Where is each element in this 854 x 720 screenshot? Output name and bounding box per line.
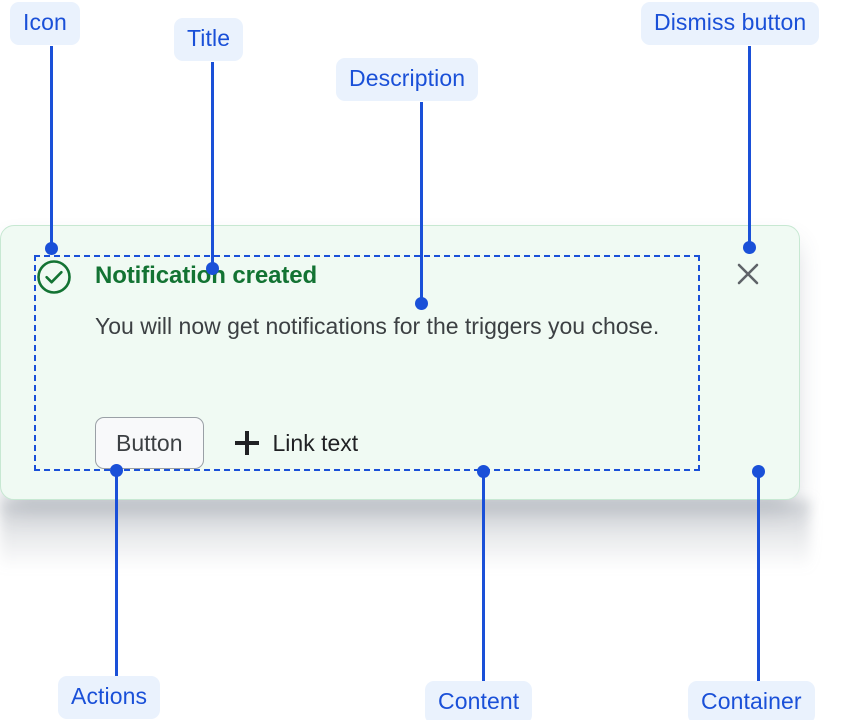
annotation-label-description: Description	[336, 58, 479, 101]
leader-dot-title	[206, 262, 219, 275]
annotation-label-icon: Icon	[10, 2, 80, 45]
notification-description: You will now get notifications for the t…	[95, 313, 660, 339]
card-drop-shadow	[0, 500, 810, 570]
leader-line-content	[482, 471, 485, 681]
dismiss-button[interactable]	[730, 257, 766, 293]
annotation-label-container: Container	[688, 681, 815, 720]
leader-dot-content	[477, 465, 490, 478]
leader-dot-description	[415, 297, 428, 310]
circle-check-icon	[36, 259, 72, 295]
action-button[interactable]: Button	[95, 417, 204, 469]
annotation-label-title: Title	[174, 18, 244, 61]
leader-line-container	[757, 471, 760, 681]
leader-line-dismiss-button	[748, 46, 751, 248]
leader-dot-container	[752, 465, 765, 478]
plus-icon	[234, 431, 259, 455]
annotation-label-dismiss-button: Dismiss button	[641, 2, 820, 45]
leader-line-title	[211, 62, 214, 268]
leader-dot-actions	[110, 464, 123, 477]
annotation-label-actions: Actions	[58, 676, 161, 719]
leader-dot-dismiss-button	[743, 241, 756, 254]
leader-line-actions	[115, 470, 118, 676]
link-action-label: Link text	[272, 429, 359, 456]
add-link-action[interactable]: Link text	[234, 429, 359, 457]
leader-dot-icon	[45, 242, 58, 255]
close-icon	[734, 260, 762, 291]
leader-line-description	[420, 102, 423, 305]
annotation-label-content: Content	[425, 681, 533, 720]
notification-actions: Button Link text	[95, 417, 358, 469]
content-region-outline	[34, 255, 700, 471]
leader-line-icon	[50, 46, 53, 248]
